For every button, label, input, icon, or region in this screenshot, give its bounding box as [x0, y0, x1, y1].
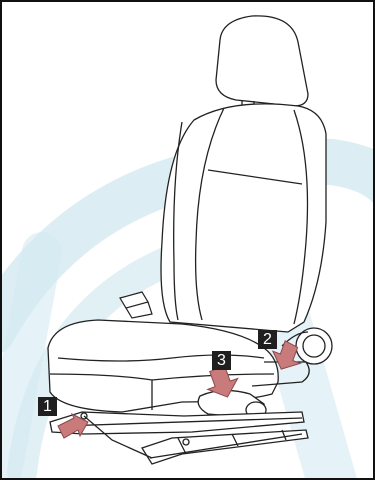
arrow-forward-back: [57, 412, 89, 439]
seat-rails: [49, 411, 309, 465]
adjust-arrows: [57, 340, 302, 439]
arrow-recline: [271, 340, 302, 370]
recline-hinge: [251, 327, 333, 387]
callout-1: 1: [38, 397, 57, 416]
callout-2: 2: [258, 330, 277, 349]
seatbelt-buckle: [119, 291, 153, 319]
seat-back: [160, 103, 327, 333]
headrest: [215, 15, 309, 112]
callout-3: 3: [212, 351, 231, 370]
arrow-height: [206, 365, 239, 398]
